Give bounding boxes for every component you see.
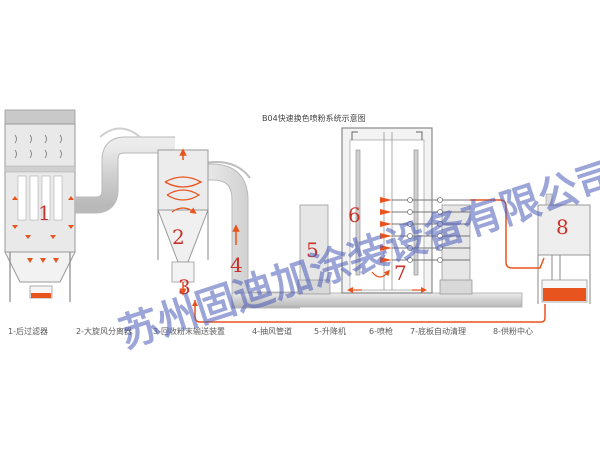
legend-item-2: 2-大旋风分离器 — [76, 326, 132, 336]
cyclone-separator: 2 3 — [157, 148, 209, 299]
label-number-7: 7 — [394, 261, 407, 285]
component-legend: 1-后过滤器 2-大旋风分离器 3-回收粉末输送装置 4-抽风管道 5-升降机 … — [8, 326, 533, 336]
label-number-6: 6 — [348, 203, 361, 227]
legend-item-4: 4-抽风管道 — [252, 326, 292, 336]
label-number-5: 5 — [306, 238, 319, 262]
diagram-title: B04快速换色喷粉系统示意图 — [262, 113, 366, 123]
ducting — [75, 127, 523, 309]
label-number-4: 4 — [230, 253, 243, 277]
legend-item-8: 8-供粉中心 — [493, 326, 533, 336]
exhaust-duct-label: 4 — [230, 224, 243, 277]
powder-feed-center: 8 — [537, 193, 591, 304]
legend-item-1: 1-后过滤器 — [8, 326, 48, 336]
label-number-2: 2 — [172, 225, 185, 249]
label-number-1: 1 — [38, 201, 51, 225]
label-number-3: 3 — [178, 275, 191, 299]
rear-filter: 1 — [4, 109, 76, 302]
label-number-8: 8 — [556, 215, 569, 239]
legend-item-5: 5-升降机 — [314, 326, 346, 336]
legend-item-3: 3-回收粉末输送装置 — [153, 326, 225, 336]
spray-guns — [380, 197, 470, 263]
legend-item-7: 7-底板自动清理 — [410, 326, 466, 336]
powder-transport-line — [194, 199, 546, 323]
spray-booth: 6 5 7 — [297, 127, 473, 295]
legend-item-6: 6-喷枪 — [369, 326, 393, 336]
